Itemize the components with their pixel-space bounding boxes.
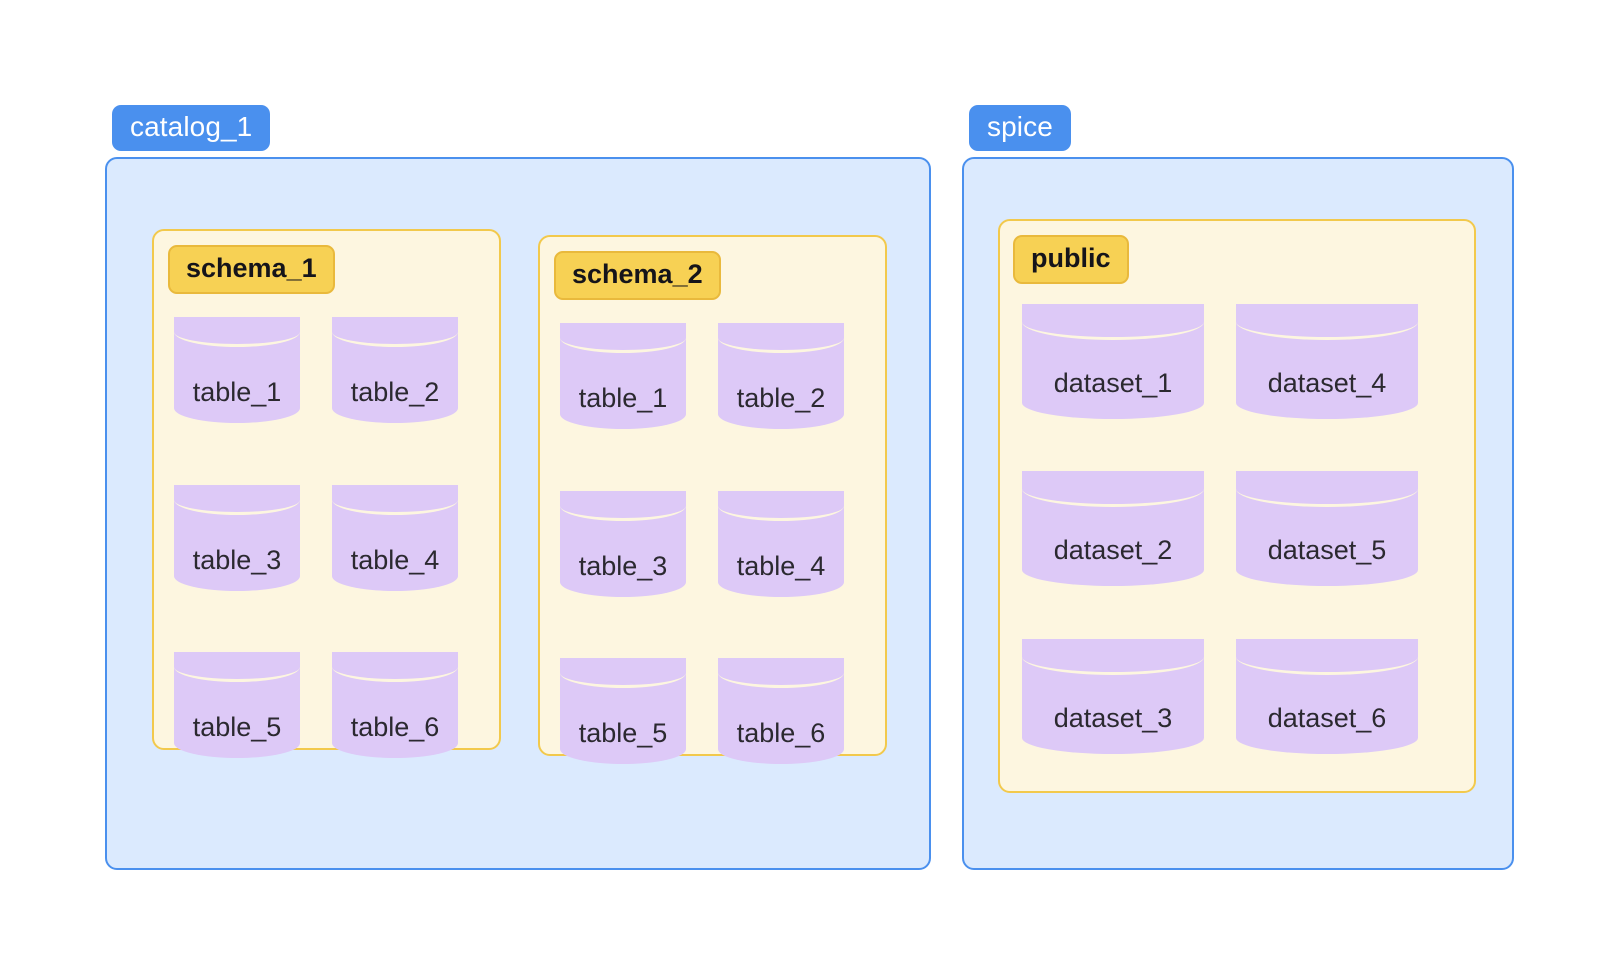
dataset-cylinder[interactable]: dataset_4 <box>1236 304 1418 419</box>
table-cylinder[interactable]: table_3 <box>560 491 686 597</box>
catalog-badge-catalog_1[interactable]: catalog_1 <box>112 105 271 152</box>
dataset-cylinder[interactable]: dataset_5 <box>1236 471 1418 586</box>
schema-badge-public[interactable]: public <box>1013 235 1129 285</box>
schema-box-schema_1: schema_1 table_1 table_2 table_3 <box>152 229 501 758</box>
table-cylinder[interactable]: table_4 <box>718 491 844 597</box>
cylinder-top-ellipse <box>560 491 686 521</box>
schema-badge-schema_1[interactable]: schema_1 <box>168 245 335 295</box>
table-cylinder[interactable]: table_5 <box>560 658 686 764</box>
cylinder-label: dataset_2 <box>1053 535 1173 565</box>
table-cylinder[interactable]: table_2 <box>718 323 844 429</box>
cylinder-label: table_6 <box>350 712 440 742</box>
table-cylinder[interactable]: table_6 <box>718 658 844 764</box>
cylinder-label: table_2 <box>736 383 826 413</box>
cylinder-label: table_5 <box>578 718 668 748</box>
catalog-group-spice: spice public dataset_1 dataset_4 <box>962 105 1514 870</box>
dataset-cylinder[interactable]: dataset_3 <box>1022 639 1204 754</box>
cylinder-label: table_5 <box>192 712 282 742</box>
table-cylinder[interactable]: table_2 <box>332 317 458 423</box>
cylinder-top-ellipse <box>1022 471 1204 507</box>
cylinder-top-ellipse <box>718 658 844 688</box>
schema-badge-schema_2[interactable]: schema_2 <box>554 251 721 301</box>
cylinder-label: dataset_1 <box>1053 368 1173 398</box>
table-cylinder[interactable]: table_4 <box>332 485 458 591</box>
cylinder-top-ellipse <box>560 658 686 688</box>
cylinder-label: table_2 <box>350 377 440 407</box>
cylinder-top-ellipse <box>1236 304 1418 340</box>
cylinder-top-ellipse <box>718 491 844 521</box>
schema-box-schema_2: schema_2 table_1 table_2 table_3 <box>538 235 887 764</box>
cylinder-label: table_3 <box>578 551 668 581</box>
cylinder-label: table_4 <box>736 551 826 581</box>
cylinder-top-ellipse <box>718 323 844 353</box>
table-cylinder[interactable]: table_5 <box>174 652 300 758</box>
catalog-box-catalog_1: schema_1 table_1 table_2 table_3 <box>105 157 931 870</box>
cylinder-top-ellipse <box>332 485 458 515</box>
table-cylinder[interactable]: table_1 <box>560 323 686 429</box>
cylinder-top-ellipse <box>1022 639 1204 675</box>
dataset-cylinder[interactable]: dataset_1 <box>1022 304 1204 419</box>
table-cylinder[interactable]: table_6 <box>332 652 458 758</box>
catalog-group-catalog_1: catalog_1 schema_1 table_1 table_2 <box>105 105 933 870</box>
cylinder-label: table_6 <box>736 718 826 748</box>
cylinder-top-ellipse <box>1022 304 1204 340</box>
cylinder-top-ellipse <box>1236 471 1418 507</box>
cylinder-top-ellipse <box>332 317 458 347</box>
cylinder-label: dataset_3 <box>1053 703 1173 733</box>
cylinder-top-ellipse <box>332 652 458 682</box>
cylinder-top-ellipse <box>1236 639 1418 675</box>
dataset-cylinder[interactable]: dataset_2 <box>1022 471 1204 586</box>
cylinder-label: dataset_4 <box>1267 368 1387 398</box>
cylinder-label: table_1 <box>578 383 668 413</box>
cylinder-label: table_4 <box>350 545 440 575</box>
table-cylinder[interactable]: table_3 <box>174 485 300 591</box>
dataset-cylinder[interactable]: dataset_6 <box>1236 639 1418 754</box>
cylinder-top-ellipse <box>174 485 300 515</box>
cylinder-top-ellipse <box>174 317 300 347</box>
schema-box-public: public dataset_1 dataset_4 dataset_2 <box>998 219 1476 793</box>
cylinder-top-ellipse <box>560 323 686 353</box>
catalog-box-spice: public dataset_1 dataset_4 dataset_2 <box>962 157 1514 870</box>
cylinder-label: table_1 <box>192 377 282 407</box>
cylinder-top-ellipse <box>174 652 300 682</box>
cylinder-label: dataset_5 <box>1267 535 1387 565</box>
table-cylinder[interactable]: table_1 <box>174 317 300 423</box>
cylinder-label: table_3 <box>192 545 282 575</box>
catalog-badge-spice[interactable]: spice <box>969 105 1071 152</box>
cylinder-label: dataset_6 <box>1267 703 1387 733</box>
